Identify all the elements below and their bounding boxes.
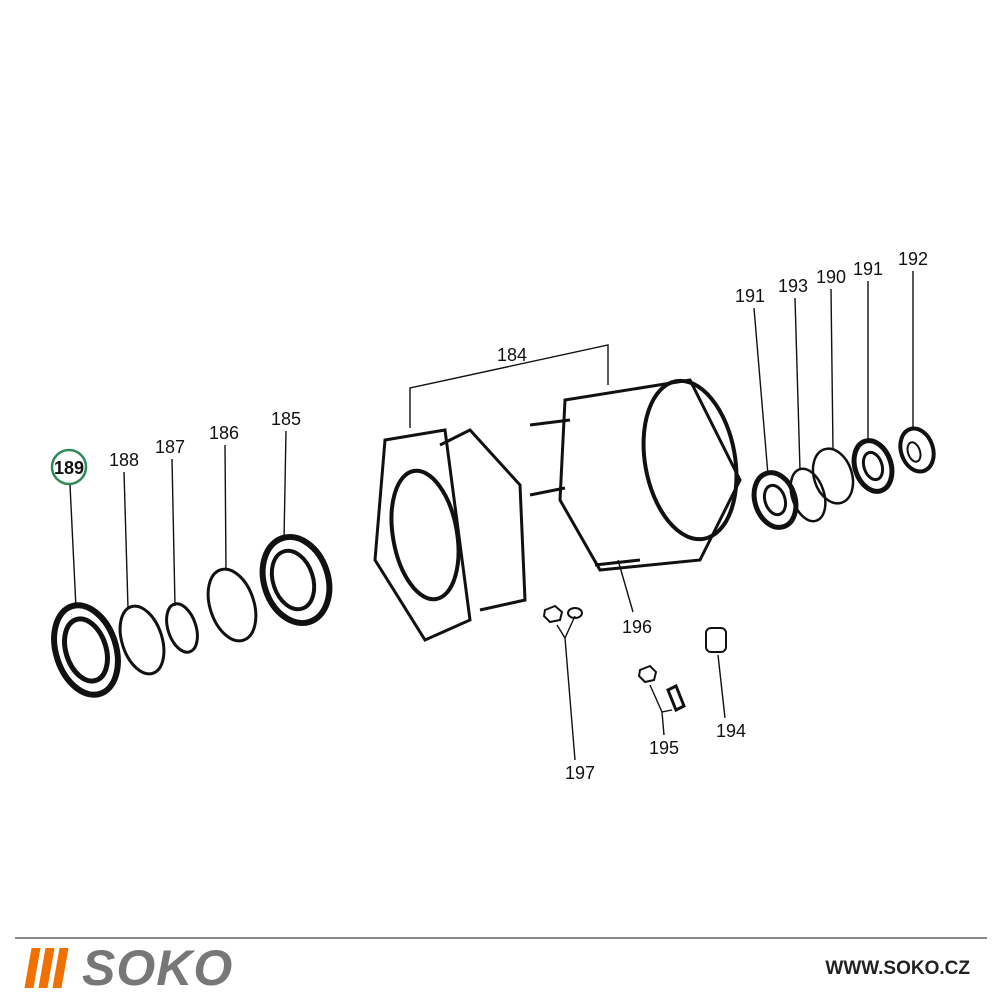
part-190-ring[interactable] <box>806 443 859 508</box>
part-192-washer[interactable] <box>895 424 939 476</box>
part-195-bolt[interactable] <box>637 664 686 713</box>
logo-text: SOKO <box>82 940 234 996</box>
label-191-left[interactable]: 191 <box>735 286 765 306</box>
footer-divider <box>15 937 987 939</box>
part-191-bearing-right[interactable] <box>848 436 898 497</box>
part-186-ring[interactable] <box>200 563 265 647</box>
soko-logo[interactable]: SOKO <box>24 940 233 996</box>
label-189[interactable]: 189 <box>54 458 84 478</box>
label-193[interactable]: 193 <box>778 276 808 296</box>
part-194-plug[interactable] <box>705 627 727 653</box>
label-192[interactable]: 192 <box>898 249 928 269</box>
logo-stripe <box>38 948 55 988</box>
label-194[interactable]: 194 <box>716 721 746 741</box>
label-187[interactable]: 187 <box>155 437 185 457</box>
part-185-bearing[interactable] <box>252 528 340 631</box>
part-188-circlip[interactable] <box>112 601 172 680</box>
part-189-bearing[interactable] <box>43 597 128 703</box>
label-191-right[interactable]: 191 <box>853 259 883 279</box>
label-190[interactable]: 190 <box>816 267 846 287</box>
label-188[interactable]: 188 <box>109 450 139 470</box>
part-191-bearing-left[interactable] <box>747 467 802 533</box>
part-197-nut-washer[interactable] <box>542 604 583 624</box>
logo-stripe <box>52 948 69 988</box>
label-184[interactable]: 184 <box>497 345 527 365</box>
website-link[interactable]: WWW.SOKO.CZ <box>825 958 970 979</box>
highlight-circle <box>50 448 88 486</box>
label-197[interactable]: 197 <box>565 763 595 783</box>
label-186[interactable]: 186 <box>209 423 239 443</box>
part-187-ring[interactable] <box>161 600 203 656</box>
label-195[interactable]: 195 <box>649 738 679 758</box>
label-185[interactable]: 185 <box>271 409 301 429</box>
part-184-housing[interactable] <box>373 373 748 642</box>
label-196[interactable]: 196 <box>622 617 652 637</box>
